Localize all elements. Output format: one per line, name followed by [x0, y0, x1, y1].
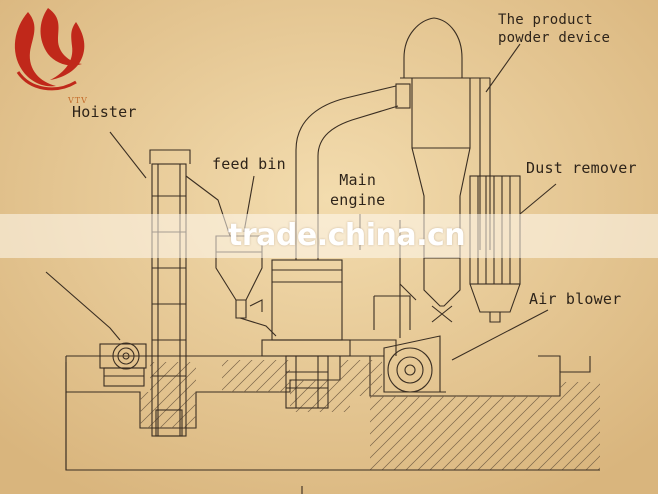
- main-engine: [261, 83, 411, 409]
- label-line: Main: [339, 171, 377, 189]
- watermark: trade.china.cn: [228, 218, 466, 253]
- jaw-crusher: [45, 271, 147, 387]
- label-dust-remover: Dust remover: [526, 159, 637, 177]
- bucket-elevator: [149, 149, 231, 437]
- air-duct: [350, 295, 411, 357]
- label-main-engine: Main engine: [330, 170, 385, 210]
- leader-air: [451, 309, 549, 361]
- leader-dust: [519, 183, 557, 215]
- label-line: The product: [498, 12, 593, 28]
- foundation-hatch: [66, 360, 600, 470]
- logo-text: VTV: [68, 96, 88, 105]
- leader-hoister: [109, 131, 147, 179]
- label-line: powder device: [498, 30, 611, 46]
- air-blower: [383, 335, 446, 393]
- watermark-band: [0, 214, 658, 258]
- label-product-powder-device: The product powder device: [498, 11, 610, 47]
- leader-product: [485, 43, 521, 93]
- label-feed-bin: feed bin: [212, 155, 286, 173]
- label-air-blower: Air blower: [529, 290, 622, 308]
- label-hoister: Hoister: [72, 103, 137, 121]
- label-line: engine: [330, 191, 386, 209]
- line-drawing: [45, 17, 600, 494]
- company-logo: [14, 8, 85, 91]
